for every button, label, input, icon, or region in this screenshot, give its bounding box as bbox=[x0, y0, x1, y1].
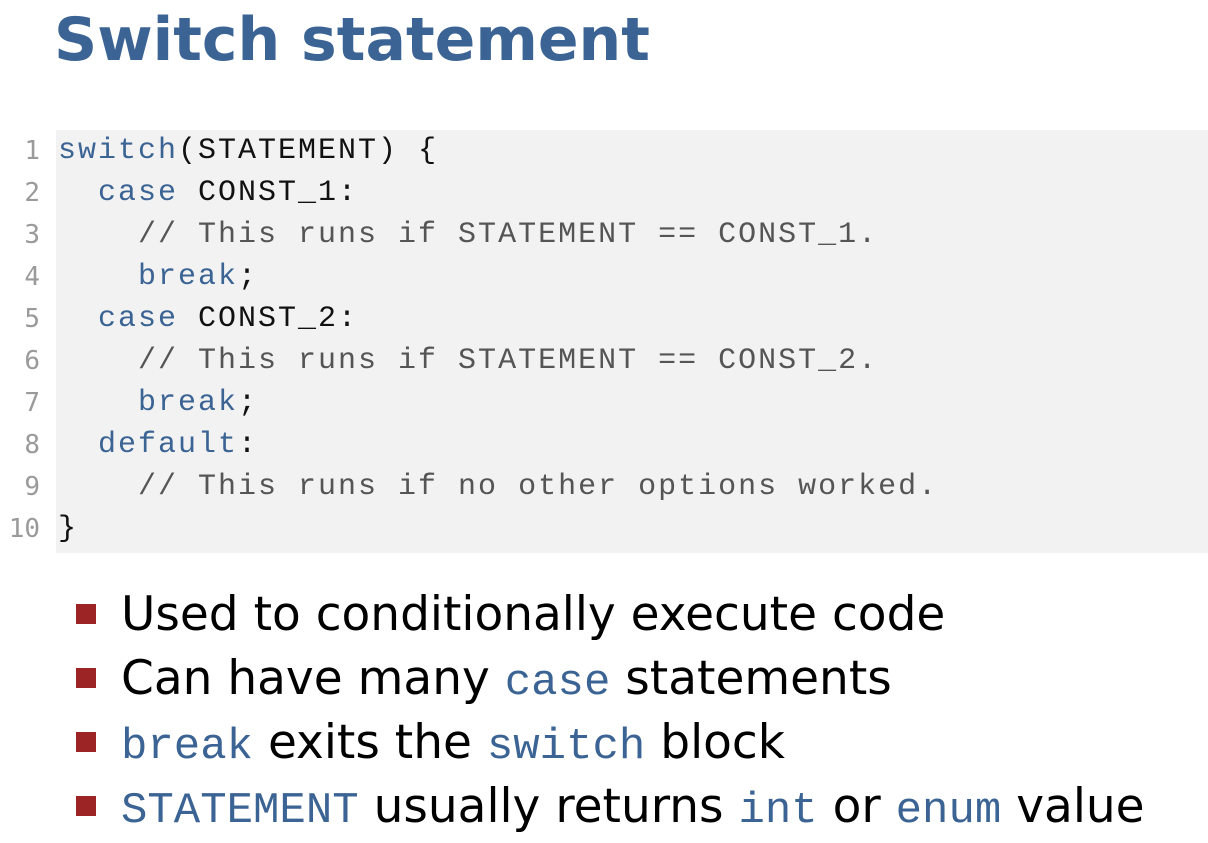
line-number: 6 bbox=[24, 346, 40, 376]
code-line: 6 // This runs if STATEMENT == CONST_2. bbox=[24, 340, 1208, 382]
bullet-item: break exits the switch block bbox=[76, 711, 1145, 775]
inline-code: break bbox=[121, 722, 254, 772]
bullet-item: Used to conditionally execute code bbox=[76, 583, 1145, 647]
code-text: // This runs if STATEMENT == CONST_2. bbox=[58, 340, 878, 382]
line-number: 9 bbox=[24, 472, 40, 502]
code-line: 7 break; bbox=[24, 382, 1208, 424]
bullet-text: value bbox=[1001, 779, 1145, 834]
code-line: 3 // This runs if STATEMENT == CONST_1. bbox=[24, 214, 1208, 256]
code-text: break; bbox=[58, 382, 258, 424]
code-keyword: break bbox=[138, 386, 239, 420]
bullet-text: statements bbox=[610, 651, 892, 706]
bullet-text: exits the bbox=[253, 715, 487, 770]
line-number: 7 bbox=[24, 388, 40, 418]
square-bullet-icon bbox=[76, 604, 96, 624]
code-comment: // This runs if STATEMENT == CONST_1. bbox=[58, 218, 879, 252]
code-token: } bbox=[58, 512, 79, 546]
code-token: ; bbox=[238, 260, 259, 294]
inline-code: case bbox=[504, 658, 611, 708]
code-line: 4 break; bbox=[24, 256, 1208, 298]
code-keyword: case bbox=[98, 302, 179, 336]
bullet-text: usually returns bbox=[358, 779, 739, 834]
code-text: break; bbox=[58, 256, 258, 298]
square-bullet-icon bbox=[76, 796, 96, 816]
code-keyword: case bbox=[98, 176, 179, 210]
code-text: // This runs if STATEMENT == CONST_1. bbox=[58, 214, 878, 256]
code-keyword: default bbox=[98, 428, 239, 462]
bullet-text: Can have many bbox=[121, 651, 505, 706]
line-number: 4 bbox=[24, 262, 40, 292]
code-token: ; bbox=[238, 386, 259, 420]
code-token: CONST_2: bbox=[178, 302, 359, 336]
line-number: 10 bbox=[8, 514, 40, 544]
line-number: 2 bbox=[24, 178, 40, 208]
code-text: case CONST_2: bbox=[58, 298, 358, 340]
code-line: 9 // This runs if no other options worke… bbox=[24, 466, 1208, 508]
code-token bbox=[58, 386, 138, 420]
code-token bbox=[58, 260, 138, 294]
bullet-item: STATEMENT usually returns int or enum va… bbox=[76, 775, 1145, 839]
square-bullet-icon bbox=[76, 668, 96, 688]
code-token bbox=[58, 176, 98, 210]
code-comment: // This runs if no other options worked. bbox=[58, 470, 939, 504]
line-number: 3 bbox=[24, 220, 40, 250]
square-bullet-icon bbox=[76, 732, 96, 752]
code-text: default: bbox=[58, 424, 258, 466]
code-line: 8 default: bbox=[24, 424, 1208, 466]
code-token: (STATEMENT) { bbox=[178, 134, 439, 168]
code-keyword: switch bbox=[58, 134, 179, 168]
inline-code: int bbox=[738, 786, 818, 836]
code-text: // This runs if no other options worked. bbox=[58, 466, 938, 508]
code-line: 5 case CONST_2: bbox=[24, 298, 1208, 340]
code-token: : bbox=[238, 428, 259, 462]
code-text: } bbox=[58, 508, 78, 550]
code-text: case CONST_1: bbox=[58, 172, 358, 214]
line-number: 5 bbox=[24, 304, 40, 334]
bullet-text: or bbox=[817, 779, 896, 834]
slide-title: Switch statement bbox=[54, 5, 650, 75]
bullet-text: block bbox=[645, 715, 785, 770]
code-token bbox=[58, 428, 98, 462]
code-line: 2 case CONST_1: bbox=[24, 172, 1208, 214]
code-line: 10} bbox=[9, 508, 1208, 550]
line-number: 1 bbox=[24, 136, 40, 166]
line-number: 8 bbox=[24, 430, 40, 460]
inline-code: STATEMENT bbox=[121, 786, 359, 836]
code-text: switch(STATEMENT) { bbox=[58, 130, 438, 172]
code-comment: // This runs if STATEMENT == CONST_2. bbox=[58, 344, 879, 378]
bullet-item: Can have many case statements bbox=[76, 647, 1145, 711]
code-keyword: break bbox=[138, 260, 239, 294]
bullet-text: Used to conditionally execute code bbox=[121, 587, 946, 642]
inline-code: switch bbox=[486, 722, 646, 772]
code-line: 1 switch(STATEMENT) { bbox=[24, 130, 1208, 172]
code-token bbox=[58, 302, 98, 336]
code-token: CONST_1: bbox=[178, 176, 359, 210]
inline-code: enum bbox=[895, 786, 1002, 836]
